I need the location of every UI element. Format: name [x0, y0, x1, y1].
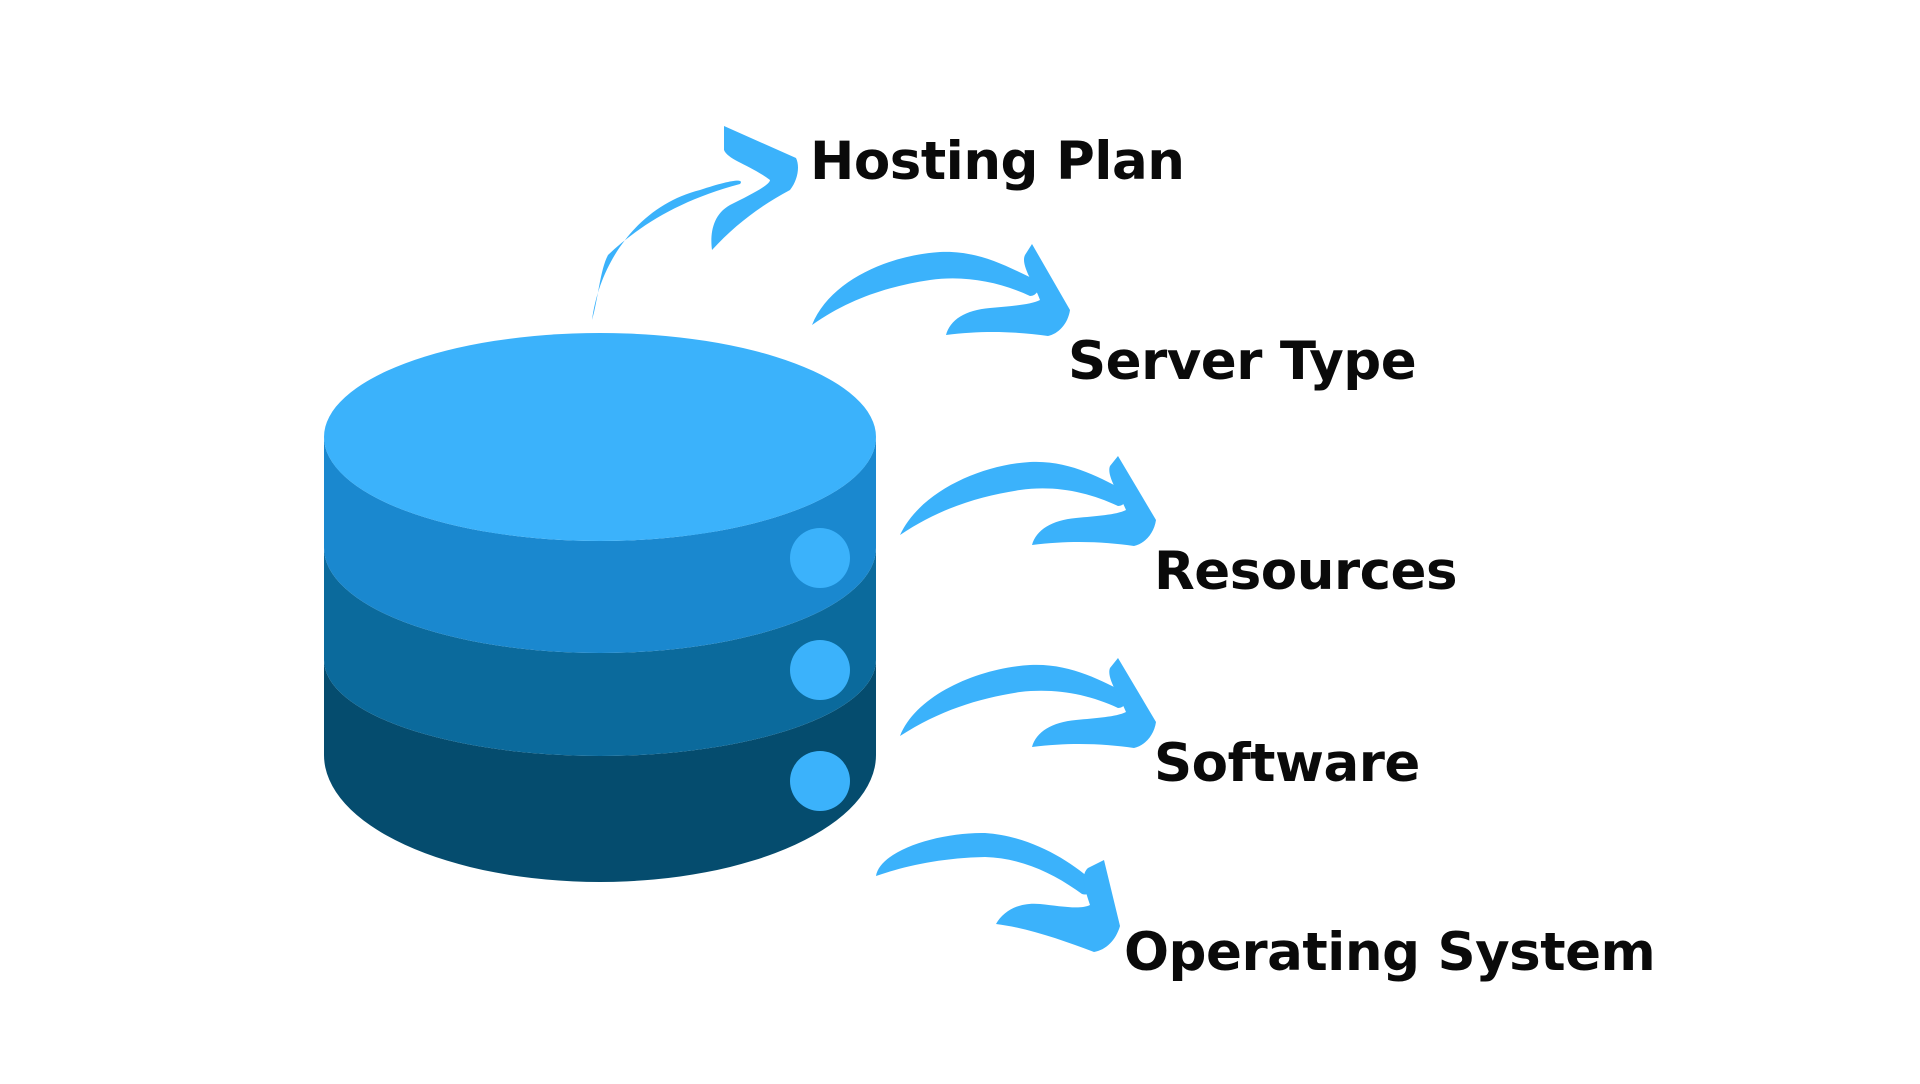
arrow-icon — [900, 456, 1156, 546]
cylinder-band-upper — [324, 437, 876, 653]
arrows — [592, 126, 1156, 952]
database-icon — [324, 333, 876, 882]
label-software: Software — [1154, 733, 1420, 794]
cylinder-band-middle — [324, 548, 876, 756]
arrow-icon — [876, 832, 1120, 952]
indicator-dot — [790, 528, 850, 588]
cylinder-top — [324, 333, 876, 541]
arrow-icon — [900, 658, 1156, 748]
cylinder-band-bottom — [324, 660, 876, 882]
label-operating-system: Operating System — [1124, 922, 1656, 983]
arrow-icon — [592, 126, 798, 320]
indicator-dot — [790, 640, 850, 700]
label-resources: Resources — [1154, 541, 1458, 602]
indicator-dot — [790, 751, 850, 811]
arrow-icon — [812, 244, 1070, 336]
label-server-type: Server Type — [1068, 331, 1417, 392]
label-hosting-plan: Hosting Plan — [810, 131, 1185, 192]
